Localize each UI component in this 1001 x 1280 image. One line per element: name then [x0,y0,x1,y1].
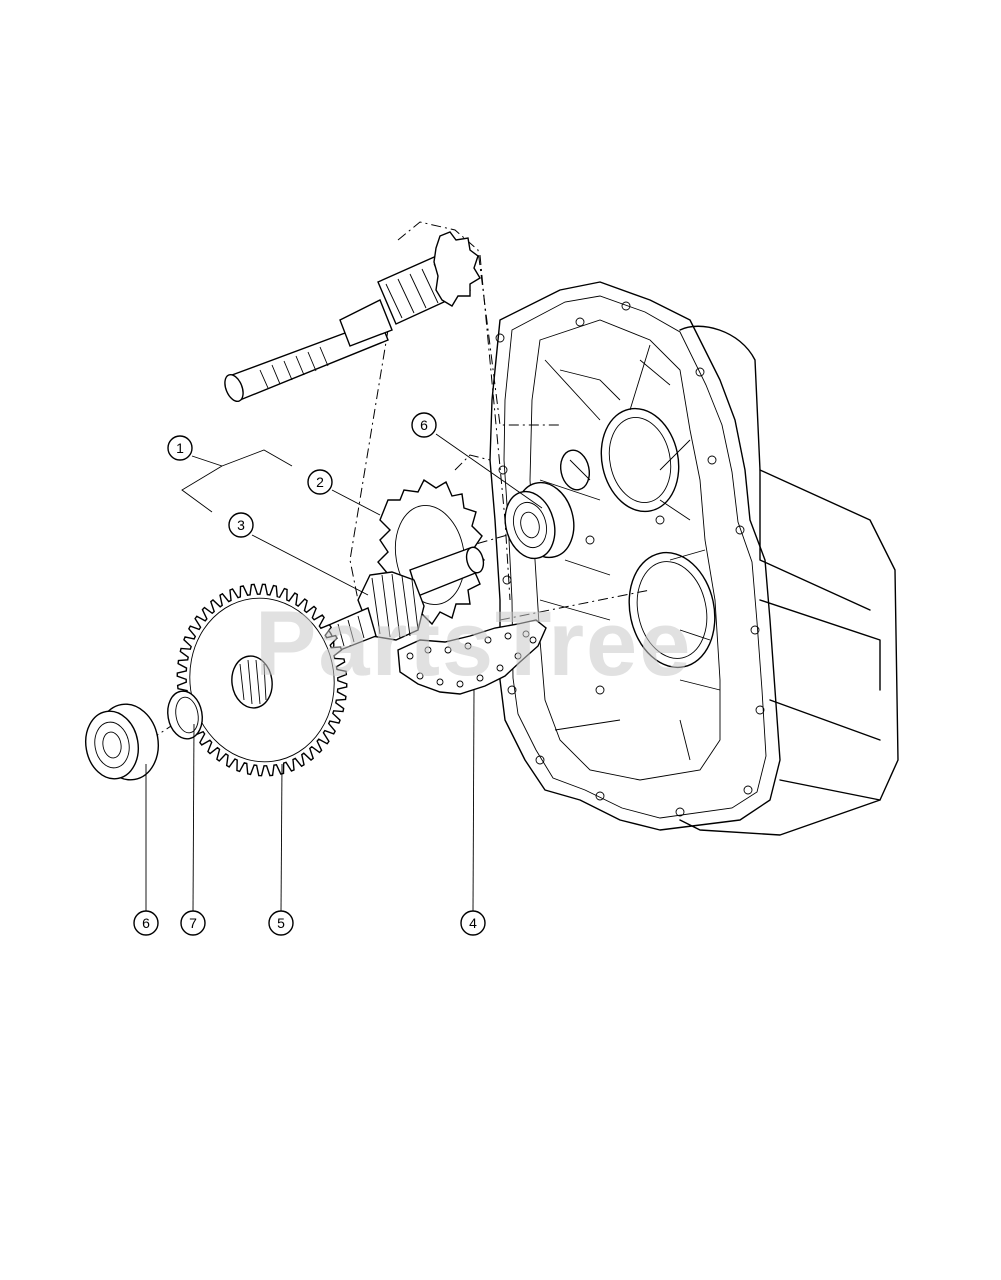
callout-6-lower: 6 [133,910,159,936]
callout-5: 5 [268,910,294,936]
watermark-text: PartsTree [255,593,692,695]
leader-lines [145,433,543,913]
callout-7: 7 [180,910,206,936]
callout-6-upper-label: 6 [420,417,428,433]
callout-4-label: 4 [469,915,477,931]
callout-2: 2 [307,469,333,495]
callout-1-label: 1 [176,440,184,456]
output-shaft [224,231,481,403]
callout-2-label: 2 [316,474,324,490]
callout-4: 4 [460,910,486,936]
callout-3-label: 3 [237,517,245,533]
transmission-housing [489,281,899,836]
callout-3: 3 [228,512,254,538]
callout-6-lower-label: 6 [142,915,150,931]
callout-7-label: 7 [189,915,197,931]
large-gear [176,583,348,777]
callout-6-upper: 6 [411,412,437,438]
bearing-upper [504,481,575,560]
drive-chain [397,619,547,695]
callout-5-label: 5 [277,915,285,931]
callout-1: 1 [167,435,193,461]
bearing-lower [85,703,159,781]
